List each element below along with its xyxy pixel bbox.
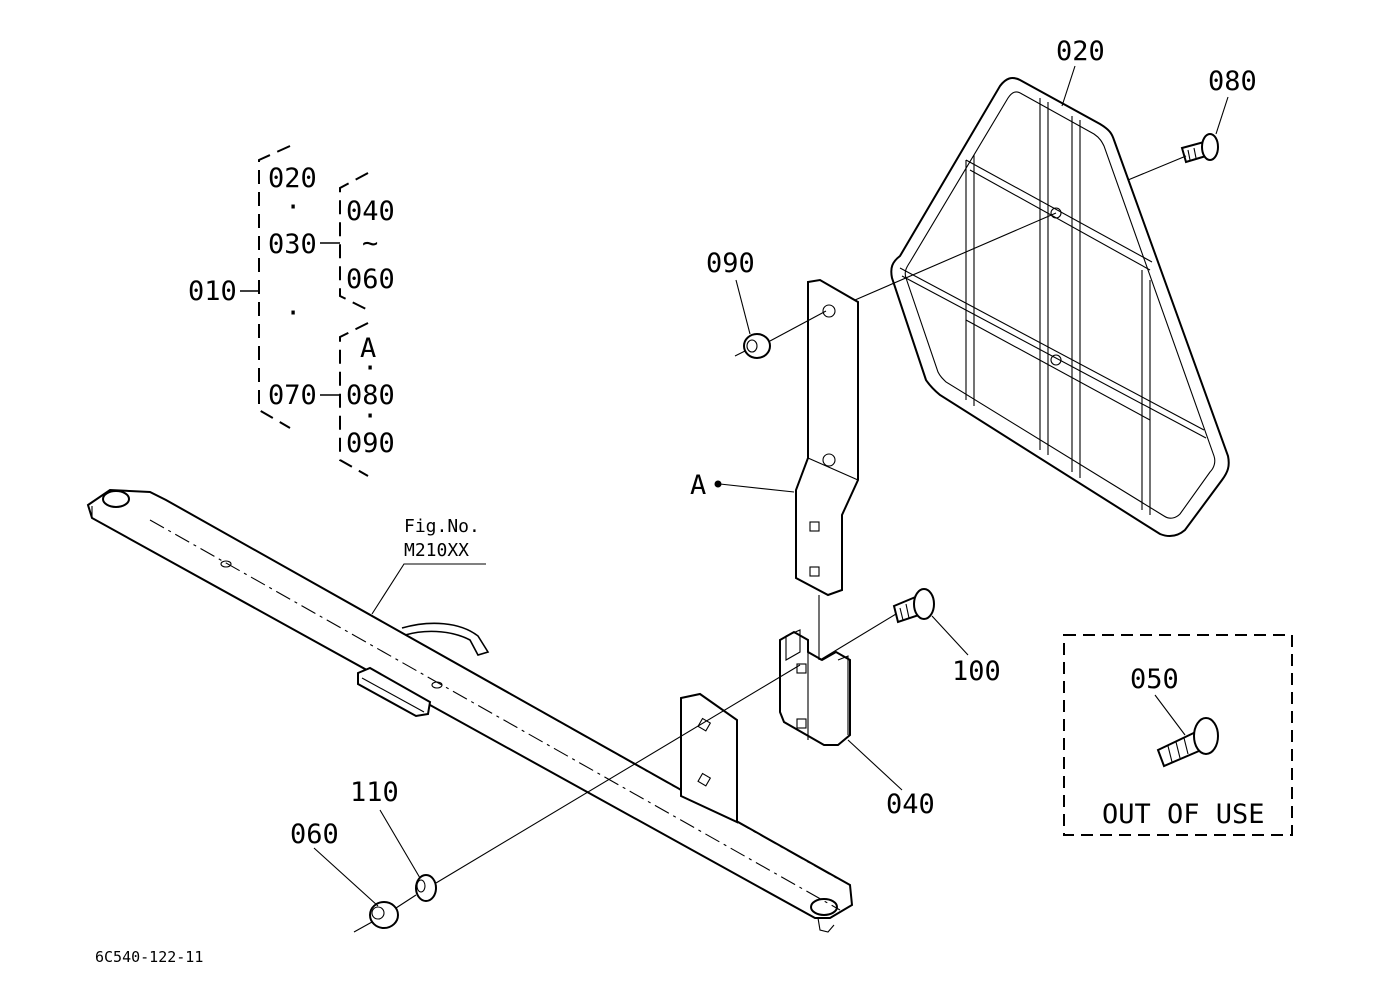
- fig-ref-line1: Fig.No.: [404, 516, 480, 537]
- callout-040: 040: [886, 789, 935, 820]
- bom-dot: ·: [362, 401, 378, 432]
- bom-item-060: 060: [346, 264, 395, 295]
- nut-060: [369, 901, 399, 929]
- sign-panel-020: [890, 77, 1230, 538]
- out-of-use-box: 050 OUT OF USE: [1063, 634, 1293, 836]
- bolt-100: [892, 588, 935, 624]
- bom-range-mark: ~: [362, 228, 378, 259]
- bar-end-cap-left: [102, 490, 130, 508]
- ref-a-dot: [714, 480, 722, 488]
- bom-item-040: 040: [346, 196, 395, 227]
- bom-root-010: 010: [188, 276, 237, 307]
- bom-ref-a: A: [360, 333, 376, 364]
- bracket-040: [779, 629, 851, 746]
- callout-110: 110: [350, 777, 399, 808]
- bom-dot: ·: [285, 192, 301, 223]
- bolt-050: [1156, 717, 1219, 768]
- bom-item-070: 070: [268, 380, 317, 411]
- callout-020: 020: [1056, 36, 1105, 67]
- callout-100: 100: [952, 656, 1001, 687]
- bom-item-030: 030: [268, 229, 317, 260]
- bar-end-cap-right: [810, 898, 838, 916]
- nut-090: [743, 333, 771, 359]
- bar-wire: [401, 622, 490, 656]
- bar-mount-block: [357, 666, 432, 718]
- bom-bracket-outer: [258, 145, 291, 429]
- drawing-number: 6C540-122-11: [95, 948, 203, 966]
- callout-090: 090: [706, 248, 755, 279]
- fig-ref-line2: M210XX: [404, 540, 469, 561]
- bolt-080: [1180, 133, 1219, 164]
- out-of-use-text: OUT OF USE: [1102, 799, 1265, 830]
- frame-bar: [86, 488, 854, 933]
- bom-item-090: 090: [346, 428, 395, 459]
- bom-tree: 010 020 · 030 · 070 040 ~ 060 A · 080 · …: [188, 145, 395, 477]
- bracket-a: [795, 278, 859, 597]
- bom-item-080: 080: [346, 380, 395, 411]
- bom-bracket-upper: [339, 172, 369, 311]
- assembly-lines: [313, 65, 1229, 933]
- bom-dot: ·: [285, 298, 301, 329]
- bom-item-020: 020: [268, 163, 317, 194]
- upright-plate: [680, 692, 738, 824]
- bom-bracket-lower: [339, 322, 369, 477]
- callout-a: A: [690, 470, 706, 501]
- callout-060: 060: [290, 819, 339, 850]
- bom-dot: ·: [362, 353, 378, 384]
- callout-050: 050: [1130, 664, 1179, 695]
- washer-110: [415, 874, 437, 902]
- callout-080: 080: [1208, 66, 1257, 97]
